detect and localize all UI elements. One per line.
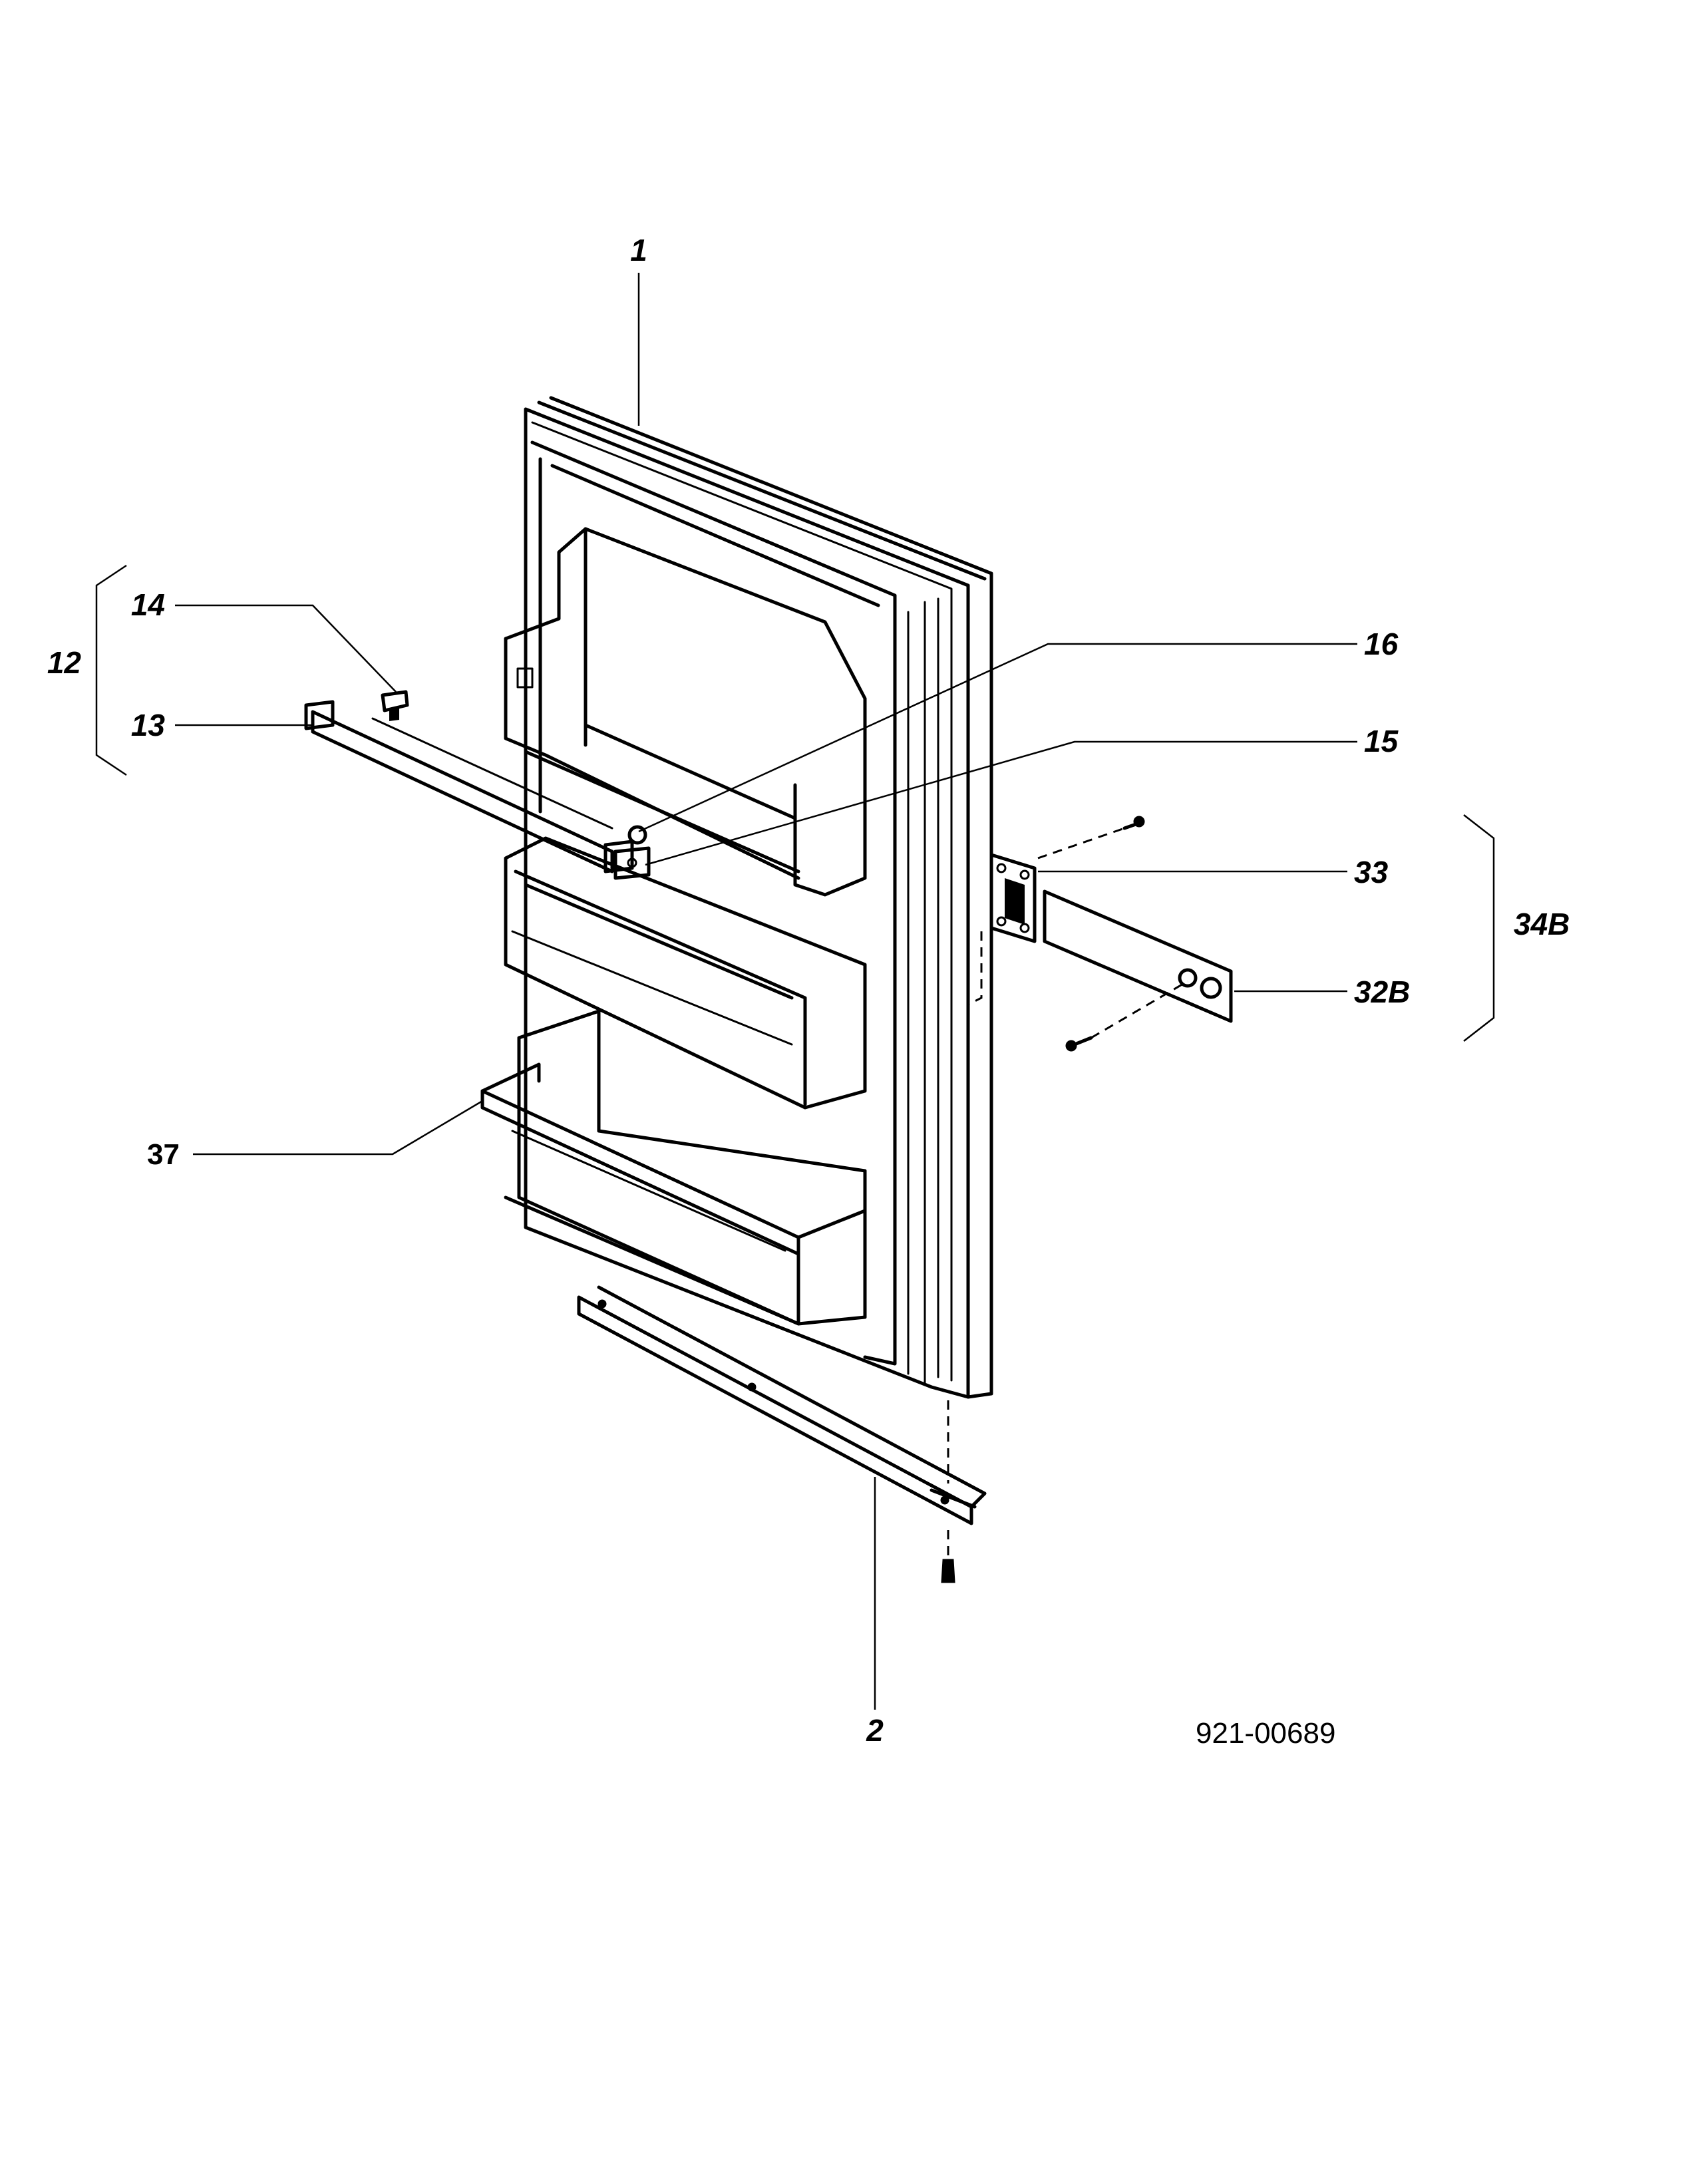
bar-retainer-assembly [304,690,634,873]
callout-1: 1 [630,233,647,267]
callout-13: 13 [131,708,166,742]
callout-labels: 1 14 12 13 16 15 33 34B 32B 37 2 921-006… [47,233,1570,1750]
bracket-34b [1463,814,1495,1042]
callout-34b: 34B [1514,907,1570,941]
bracket-12 [95,564,127,776]
shelf-rail [480,1062,800,1256]
callout-12: 12 [47,645,82,680]
drawing-number: 921-00689 [1196,1717,1335,1750]
callout-15: 15 [1364,724,1399,758]
callout-33: 33 [1354,855,1389,889]
callout-37: 37 [147,1138,180,1171]
pivot-parts [613,825,651,880]
callout-2: 2 [866,1713,884,1748]
bottom-rail [577,1285,987,1583]
callout-16: 16 [1364,627,1399,661]
callout-32b: 32B [1354,975,1410,1009]
callout-14: 14 [131,587,165,622]
brackets [95,564,1495,1042]
door-assembly [504,396,993,1399]
leader-lines [175,273,1357,1710]
hinge-assembly [967,816,1233,1052]
